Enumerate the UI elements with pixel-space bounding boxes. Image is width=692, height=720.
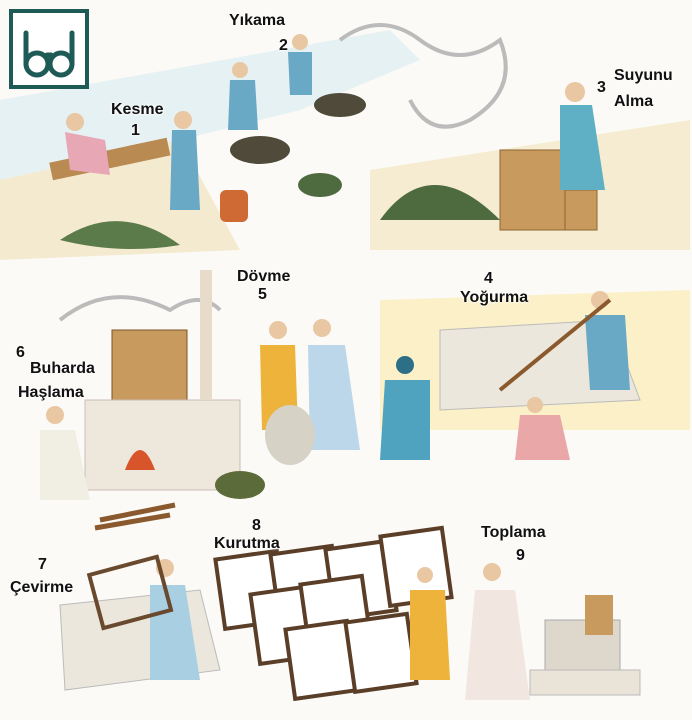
- worker-suyunu-alma: [560, 105, 605, 190]
- basket: [215, 471, 265, 499]
- basket: [314, 93, 366, 117]
- steam: [338, 23, 508, 129]
- worker-head: [232, 62, 248, 78]
- worker-head: [313, 319, 331, 337]
- firewood: [94, 502, 176, 531]
- worker-yikama-2: [288, 52, 312, 95]
- worker-head: [174, 111, 192, 129]
- bd-logo: [9, 9, 89, 89]
- worker-yikama-1: [228, 80, 258, 130]
- worker-head: [565, 82, 585, 102]
- worker-head: [269, 321, 287, 339]
- worker-head: [292, 34, 308, 50]
- step-5-label: Dövme: [237, 268, 291, 285]
- worker-yogurma-2: [380, 380, 430, 460]
- step-1-label: Kesme: [111, 101, 164, 118]
- fire: [125, 450, 155, 470]
- worker-cevirme: [150, 585, 200, 680]
- step-3-label-line2: Alma: [614, 93, 654, 110]
- basket: [298, 173, 342, 197]
- step-4-number: 4: [484, 270, 493, 287]
- step-5-number: 5: [258, 286, 267, 303]
- step-3-label-line1: Suyunu: [614, 67, 673, 84]
- worker-kesme-1: [65, 132, 110, 175]
- worker-head: [417, 567, 433, 583]
- drying-frames: [213, 525, 454, 702]
- worker-yogurma-1: [585, 315, 630, 390]
- steam: [58, 295, 222, 322]
- step-9-number: 9: [516, 547, 525, 564]
- step-6-label-line2: Haşlama: [18, 384, 84, 401]
- stirring-pole: [498, 298, 612, 392]
- step-2-number: 2: [279, 37, 288, 54]
- worker-head: [483, 563, 501, 581]
- wooden-tub: [499, 149, 566, 231]
- jar: [220, 190, 248, 222]
- step-7-label: Çevirme: [10, 579, 74, 596]
- step-4-label: Yoğurma: [460, 289, 529, 306]
- mortar: [265, 405, 315, 465]
- worker-head: [396, 356, 414, 374]
- step-7-number: 7: [38, 556, 47, 573]
- worker-haslama: [40, 430, 90, 500]
- step-9-label: Toplama: [481, 524, 546, 541]
- press-board: [585, 595, 613, 635]
- step-8-number: 8: [252, 517, 261, 534]
- screen-frame: [86, 554, 174, 631]
- step-8-label: Kurutma: [214, 535, 280, 552]
- worker-head: [46, 406, 64, 424]
- worker-yogurma-3: [515, 415, 570, 460]
- step-6-label-line1: Buharda: [30, 360, 95, 377]
- stove: [84, 399, 241, 491]
- worker-kurutma: [410, 590, 450, 680]
- chimney: [200, 270, 212, 400]
- step-6-number: 6: [16, 344, 25, 361]
- leaves-pile: [380, 185, 500, 220]
- worker-head: [527, 397, 543, 413]
- bd-logo-glyph: [23, 30, 75, 78]
- stone-base: [529, 669, 641, 696]
- worker-head: [66, 113, 84, 131]
- worker-toplama: [465, 590, 530, 700]
- step-3-number: 3: [597, 79, 606, 96]
- worker-dovme-2: [308, 345, 360, 450]
- bucket: [564, 189, 598, 231]
- step-2-label: Yıkama: [229, 12, 286, 29]
- basket: [230, 136, 290, 164]
- step-1-number: 1: [131, 122, 140, 139]
- bamboo-pile: [60, 221, 180, 249]
- worker-kesme-2: [170, 130, 200, 210]
